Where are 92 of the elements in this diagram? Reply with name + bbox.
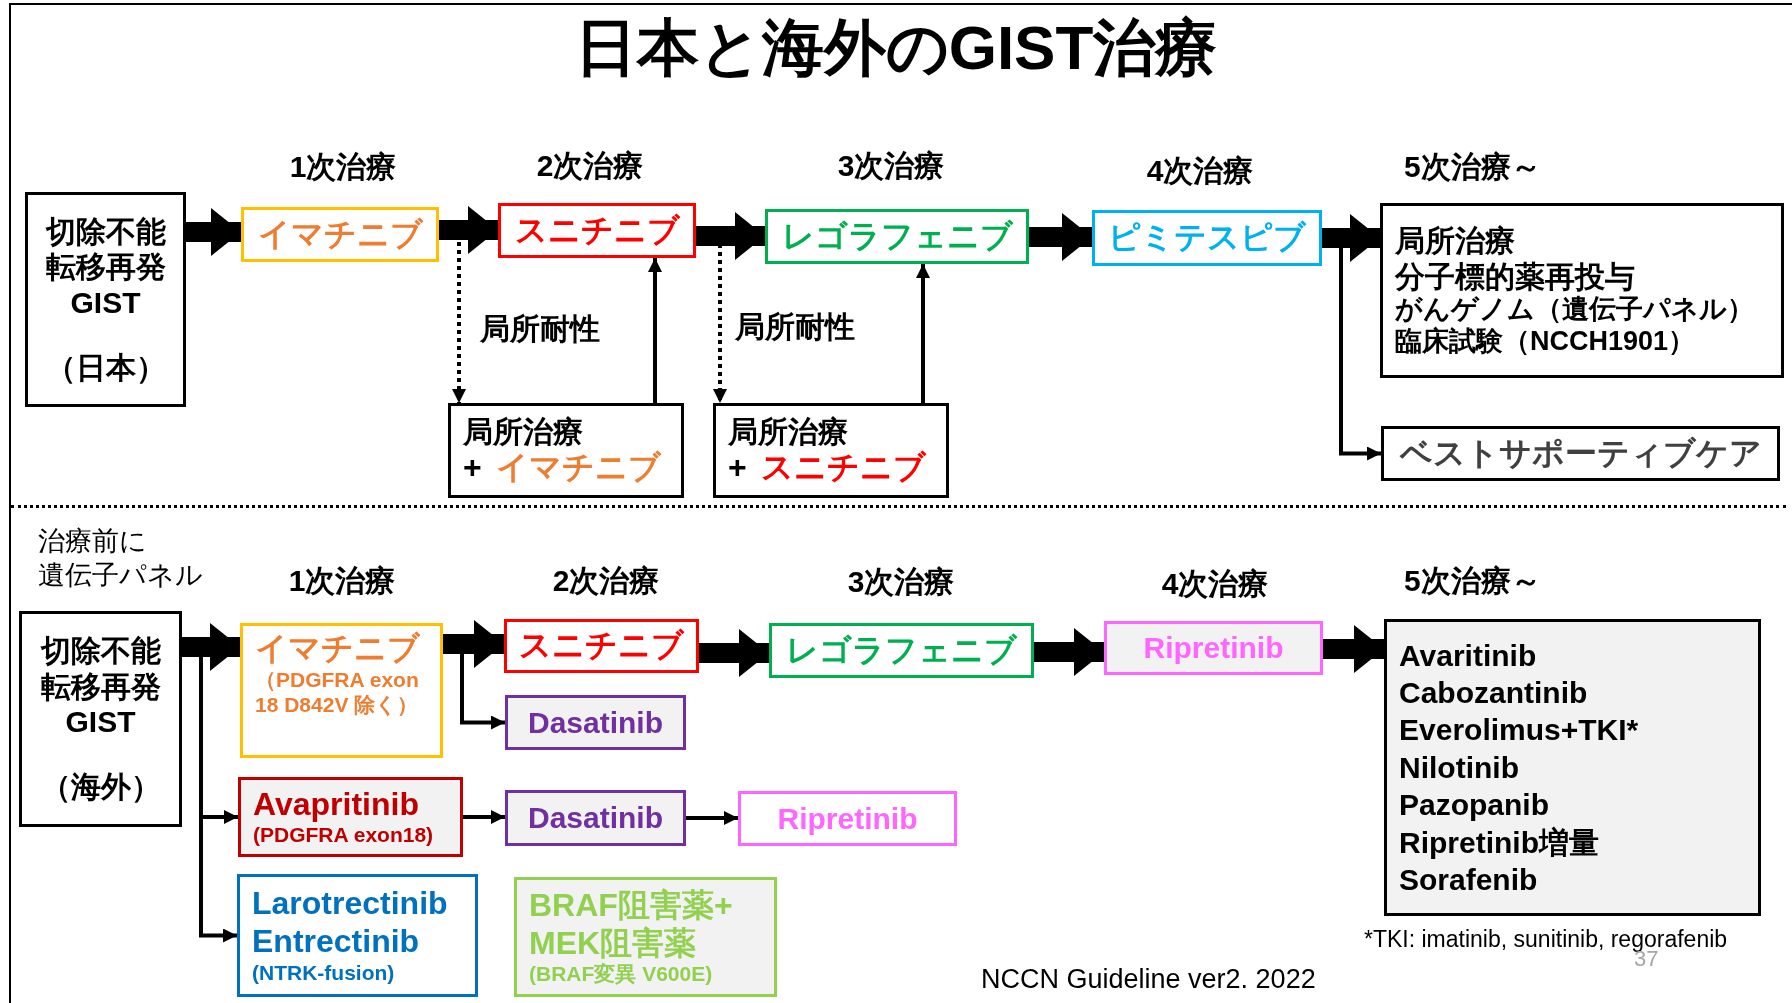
block-arrow [1322,214,1380,262]
patient-box [25,192,186,407]
note-text: 治療前に [38,526,147,558]
box-text: 局所治療 [463,413,583,450]
box-text: 切除不能転移再発GIST [39,633,162,740]
column-heading: 4次治療 [1161,567,1269,602]
box-text: Larotrectinib [252,885,448,924]
box-text: Entrectinib [252,923,420,961]
drug-box [505,695,686,750]
drug-box [514,877,777,997]
box-text: Nilotinib [1399,749,1519,786]
title: 日本と海外のGIST治療 [573,14,1219,83]
drug-box [765,209,1029,264]
note-text: (PDGFRA exon18) [253,823,434,849]
source-note: NCCN Guideline ver2. 2022 [981,964,1316,996]
drug-box [738,791,957,846]
box-text: Cabozantinib [1399,675,1588,711]
box-text: ピミテスピブ [1108,219,1306,257]
edge-label: 局所耐性 [478,312,602,347]
box-text: イマチニブ [255,630,420,668]
box-text: Avapritinib [253,785,419,824]
block-arrow [182,623,240,671]
patient-box [19,611,182,827]
box-text: Pazopanib [1399,787,1549,823]
box-text: Ripretinib [1143,630,1284,666]
block-arrow [1323,625,1384,673]
edge-label: 局所耐性 [733,310,857,345]
treatment-list-box [1380,203,1784,378]
box-text: Ripretinib増量 [1399,824,1599,860]
note-text: （PDGFRA exon18 D842V 除く） [255,667,420,718]
box-text: Avaritinib [1399,637,1537,673]
box-text: スニチニブ [760,449,926,488]
treatment-box [1381,426,1780,481]
arrow [686,811,738,825]
drug-box [241,207,439,262]
box-text: レゴラフェニブ [781,217,1013,256]
box-text: 切除不能転移再発GIST [44,213,167,320]
column-heading: 4次治療 [1146,154,1254,189]
box-text: 分子標的薬再投与 [1395,258,1635,295]
drug-box [505,790,686,846]
box-text: （日本） [45,349,166,386]
block-arrow [439,206,498,254]
box-text: スニチニブ [519,627,684,665]
box-text: Everolimus+TKI* [1399,712,1639,748]
block-arrow [699,629,769,677]
block-arrow [443,620,504,668]
drug-box [1104,621,1323,675]
arrow [463,810,505,824]
box-text: Dasatinib [528,800,663,836]
note-text: (BRAF変異 V600E) [529,962,713,988]
column-heading: 2次治療 [552,564,660,599]
box-text: ベストサポーティブケア [1399,434,1762,473]
column-heading: 5次治療～ [1404,564,1541,599]
column-heading: 3次治療 [847,565,955,600]
drug-box [769,623,1034,678]
drug-box [498,203,696,258]
block-arrow [1029,213,1092,261]
box-text: （海外） [40,769,161,805]
box-text: レゴラフェニブ [786,631,1017,670]
box-text: がんゲノム（遺伝子パネル） [1395,294,1754,326]
block-arrow [186,208,241,256]
drug-box [1092,210,1322,266]
drug-box [237,874,478,997]
box-text: Dasatinib [528,704,663,741]
arrow [916,264,930,403]
drug-box [240,623,443,758]
box-text: BRAF阻害薬+MEK阻害薬 [529,886,734,962]
box-text: 臨床試験（NCCH1901） [1395,325,1696,358]
drug-box [504,619,699,673]
arrow [648,258,662,403]
drug-box [238,777,463,857]
box-text: Sorafenib [1399,861,1538,898]
box-text: 局所治療 [1395,223,1515,259]
column-heading: 5次治療～ [1404,150,1541,185]
column-heading: 1次治療 [288,564,396,599]
box-text: Ripretinib [777,800,918,837]
box-text: イマチニブ [495,449,661,488]
drug-list-box [1384,619,1761,916]
column-heading: 1次治療 [289,150,397,185]
box-text: + [463,449,482,488]
box-text: + [728,449,747,488]
block-arrow [696,212,765,260]
column-heading: 2次治療 [536,149,644,184]
box-text: スニチニブ [514,211,680,250]
block-arrow [1034,628,1104,676]
box-text: イマチニブ [257,215,423,254]
note-text: (NTRK-fusion) [252,960,395,986]
column-heading: 3次治療 [837,149,945,184]
box-text: 局所治療 [728,413,848,450]
treatment-box [448,403,684,498]
treatment-box [713,403,949,498]
note-text: 遺伝子パネル [38,560,203,592]
